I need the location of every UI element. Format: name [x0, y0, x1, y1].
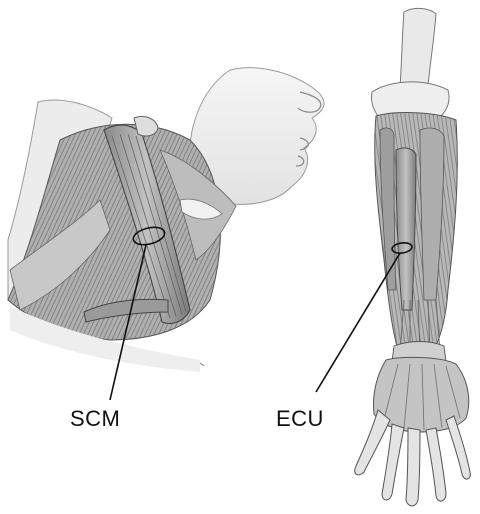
extensor-muscle-b	[380, 128, 396, 290]
ear	[134, 116, 158, 136]
thumb	[355, 410, 390, 475]
middle-finger	[406, 428, 420, 506]
ring-finger	[426, 428, 446, 501]
humerus	[400, 8, 436, 86]
neck-illustration	[8, 68, 324, 372]
scm-label: SCM	[70, 406, 120, 432]
little-finger	[446, 416, 470, 479]
ecu-label: ECU	[276, 406, 324, 432]
index-finger	[382, 424, 404, 500]
forearm-illustration	[355, 8, 471, 506]
